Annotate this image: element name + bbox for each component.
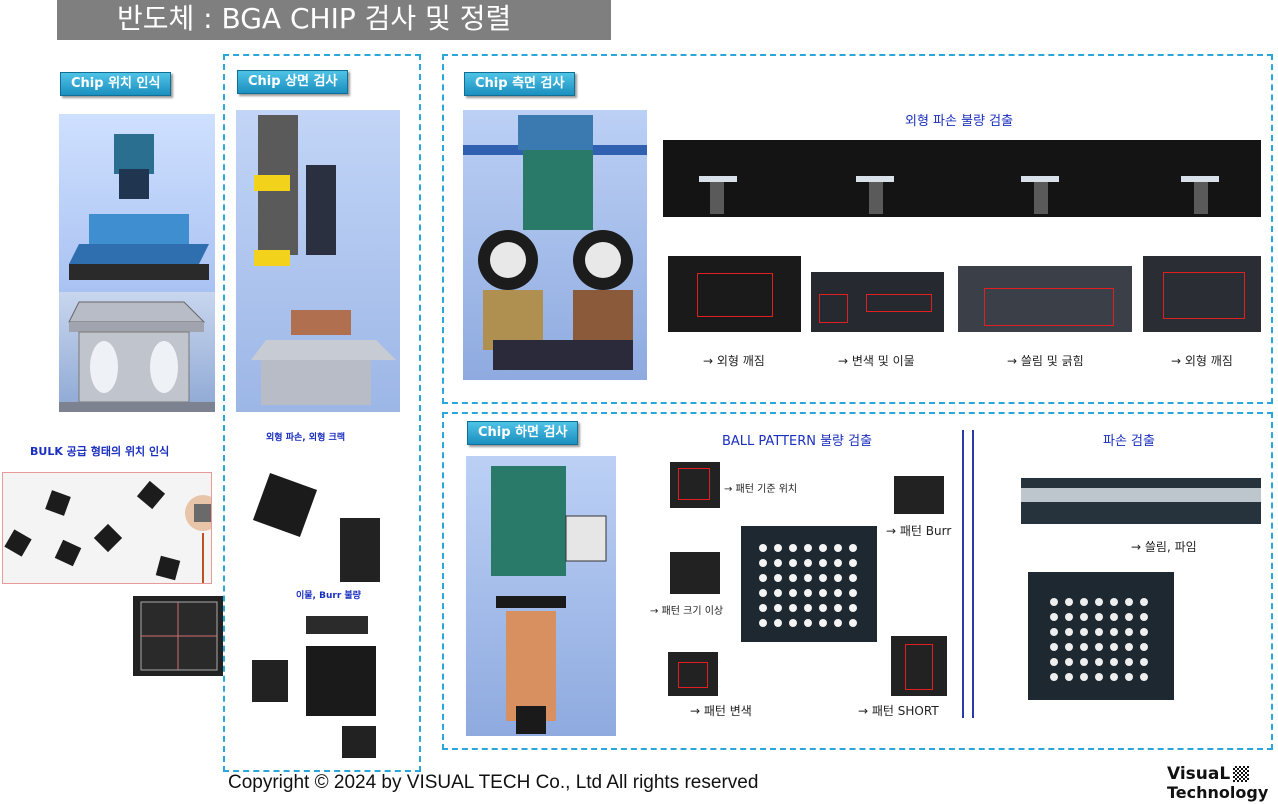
- damage-grid-illustration: [1050, 598, 1148, 681]
- caption-burr: → 패턴 Burr: [886, 524, 952, 538]
- defect-box: [905, 644, 933, 690]
- caption-size: → 패턴 크기 이상: [650, 606, 724, 617]
- tag-bottom: Chip 하면 검사: [467, 421, 579, 445]
- ball-header: BALL PATTERN 불량 검출: [722, 434, 873, 449]
- chip-edge: [1021, 488, 1261, 502]
- logo-line-2: Technology: [1167, 783, 1269, 802]
- tag-side: Chip 측면 검사: [464, 72, 576, 96]
- side-defect-3: [958, 266, 1132, 332]
- side-header: 외형 파손 불량 검출: [905, 114, 1014, 129]
- bottom-camera-illustration: [491, 466, 607, 734]
- tag-top: Chip 상면 검사: [237, 70, 349, 94]
- position-table-image: [59, 292, 215, 412]
- top-label-2: 이물, Burr 불량: [296, 591, 361, 601]
- side-caption-3: → 쓸림 및 긁힘: [1007, 354, 1084, 368]
- bottom-inspection-panel: [442, 412, 1273, 750]
- side-cad-image: [463, 110, 647, 380]
- defect-box: [678, 468, 710, 500]
- top-foreign-closeup: [252, 660, 288, 702]
- caption-discolor: → 패턴 변색: [690, 704, 752, 718]
- caption-ref: → 패턴 기준 위치: [724, 484, 798, 495]
- top-chip-image: [306, 646, 376, 716]
- damage-header: 파손 검출: [1103, 434, 1155, 449]
- top-crack-image: [250, 470, 320, 540]
- position-closeup: [133, 596, 223, 676]
- defect-box: [984, 288, 1114, 326]
- section-divider: [962, 430, 974, 718]
- ball-ref-closeup: [670, 462, 720, 508]
- bulk-label: BULK 공급 형태의 위치 인식: [30, 445, 170, 458]
- damage-grid-image: [1028, 572, 1174, 700]
- copyright: Copyright © 2024 by VISUAL TECH Co., Ltd…: [228, 772, 759, 793]
- camera-illustration: [251, 115, 396, 405]
- side-caption-1: → 외형 깨짐: [703, 354, 765, 368]
- logo-line-1: VisuaL: [1167, 764, 1250, 784]
- ball-short-closeup: [891, 636, 947, 696]
- logo-text: VisuaL: [1167, 764, 1231, 784]
- defect-box: [678, 662, 708, 688]
- side-inspection-panel: [442, 54, 1273, 404]
- caption-short: → 패턴 SHORT: [858, 704, 939, 718]
- defect-box: [819, 294, 848, 323]
- top-burr-strip: [306, 616, 368, 634]
- side-caption-4: → 외형 깨짐: [1171, 354, 1233, 368]
- side-defect-2: [811, 272, 944, 332]
- damage-strip-image: [1021, 478, 1261, 524]
- ball-size-closeup: [670, 552, 720, 594]
- table-illustration: [59, 301, 215, 412]
- ball-grid-image: [741, 526, 877, 642]
- bulk-image: [2, 472, 221, 584]
- defect-box: [866, 294, 932, 312]
- top-inspection-panel: [223, 54, 421, 772]
- ball-burr-closeup: [894, 476, 944, 514]
- side-camera-illustration: [463, 115, 647, 370]
- side-defect-4: [1143, 256, 1261, 332]
- page-title: 반도체 : BGA CHIP 검사 및 정렬: [57, 0, 611, 40]
- top-burr-closeup: [342, 726, 376, 758]
- bottom-cad-image: [466, 456, 616, 736]
- tag-position: Chip 위치 인식: [60, 72, 172, 96]
- bulk-chips-illustration: [4, 480, 221, 583]
- side-profile-illustration: [699, 176, 1219, 214]
- side-caption-2: → 변색 및 이물: [838, 354, 915, 368]
- top-label-1: 외형 파손, 외형 크랙: [266, 433, 346, 443]
- ball-discolor-closeup: [668, 652, 718, 696]
- side-strip-image: [663, 140, 1261, 217]
- chip-closeup-illustration: [140, 601, 218, 671]
- position-cad-image: [59, 114, 215, 292]
- rotated-chip-illustration: [252, 472, 318, 538]
- caption-scratch: → 쓸림, 파임: [1131, 540, 1197, 554]
- ball-grid-illustration: [759, 544, 857, 627]
- defect-box: [697, 273, 773, 317]
- top-crack-closeup: [340, 518, 380, 582]
- machine-illustration: [69, 134, 209, 280]
- defect-box: [1163, 272, 1245, 319]
- checker-icon: [1233, 766, 1250, 782]
- side-defect-1: [668, 256, 801, 332]
- top-cad-image: [236, 110, 400, 412]
